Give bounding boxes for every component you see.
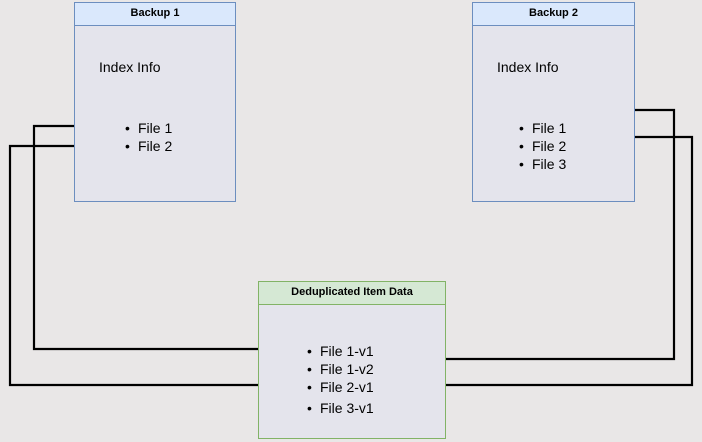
- list-item: File 1-v1: [307, 342, 374, 360]
- backup1-box: Backup 1 Index Info File 1 File 2: [74, 2, 236, 202]
- list-item: File 1: [125, 119, 172, 137]
- list-item: File 1-v2: [307, 360, 374, 378]
- connector-backup1-file2-to-file2v1: [8, 144, 297, 389]
- backup1-index-info-label: Index Info: [99, 59, 161, 75]
- backup2-index-info-label: Index Info: [497, 59, 559, 75]
- list-item: File 1: [519, 119, 566, 137]
- deduplicated-item-data-box: Deduplicated Item Data File 1-v1 File 1-…: [258, 281, 446, 439]
- list-item: File 2: [519, 137, 566, 155]
- backup1-file-list: File 1 File 2: [125, 119, 172, 155]
- connector-backup2-file2-to-file2v1: [397, 135, 694, 389]
- list-item: File 2-v1: [307, 378, 374, 396]
- backup2-box: Backup 2 Index Info File 1 File 2 File 3: [472, 2, 635, 202]
- dedup-header: Deduplicated Item Data: [259, 282, 445, 305]
- backup2-header: Backup 2: [473, 3, 634, 26]
- backup2-body: Index Info File 1 File 2 File 3: [473, 26, 634, 201]
- dedup-body: File 1-v1 File 1-v2 File 2-v1 File 3-v1: [259, 305, 445, 438]
- backup2-file-list: File 1 File 2 File 3: [519, 119, 566, 173]
- backup1-header: Backup 1: [75, 3, 235, 26]
- list-item: File 3: [519, 155, 566, 173]
- dedup-file-list: File 1-v1 File 1-v2 File 2-v1 File 3-v1: [307, 342, 374, 417]
- list-item: File 2: [125, 137, 172, 155]
- backup1-body: Index Info File 1 File 2: [75, 26, 235, 201]
- list-item: File 3-v1: [307, 399, 374, 417]
